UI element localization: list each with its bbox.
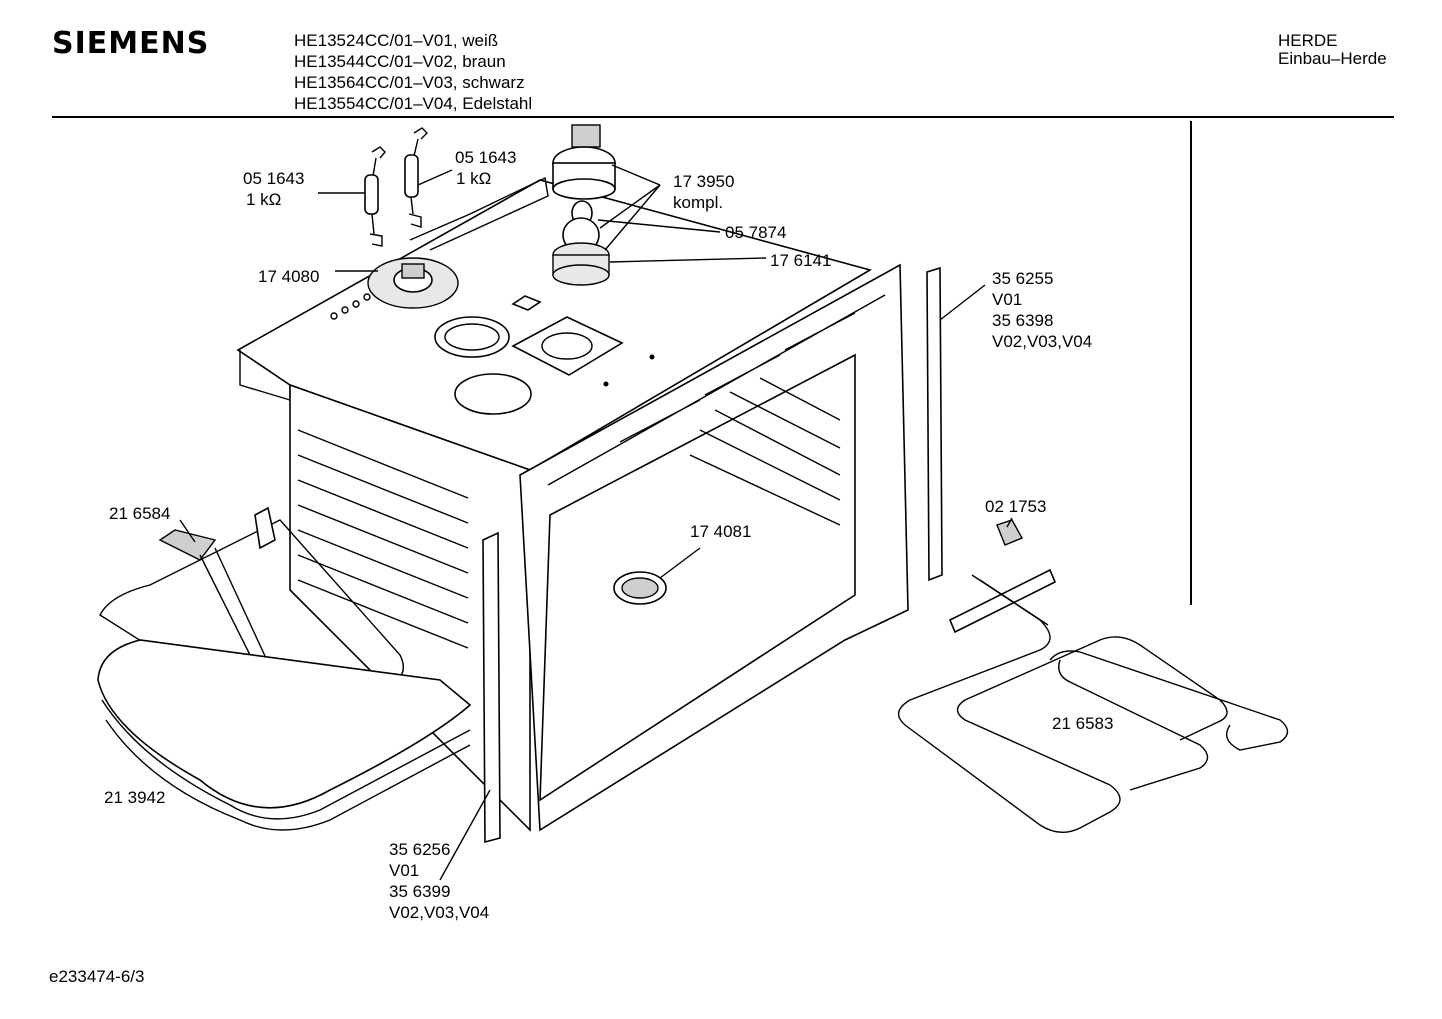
resistor-right-part bbox=[404, 127, 428, 228]
baking-tray-part bbox=[97, 639, 472, 831]
label-356255: 35 6255 bbox=[992, 269, 1054, 288]
label-213942: 21 3942 bbox=[104, 788, 166, 807]
label-051643-left: 05 1643 bbox=[243, 169, 305, 188]
selector-switch-part bbox=[367, 257, 459, 309]
clip-part bbox=[996, 519, 1023, 546]
label-216584: 21 6584 bbox=[109, 504, 171, 523]
document-id: e233474-6/3 bbox=[49, 967, 145, 986]
label-021753: 02 1753 bbox=[985, 497, 1047, 516]
model-line-2: HE13544CC/01–V02, braun bbox=[294, 52, 506, 71]
label-174081: 17 4081 bbox=[690, 522, 752, 541]
lamp-holder-part bbox=[552, 242, 610, 286]
label-216583: 21 6583 bbox=[1052, 714, 1114, 733]
subcategory-label: Einbau–Herde bbox=[1278, 49, 1387, 68]
resistor-left-part bbox=[364, 146, 386, 247]
label-356398: 35 6398 bbox=[992, 311, 1054, 330]
label-173950-note: kompl. bbox=[673, 193, 724, 212]
category-label: HERDE bbox=[1278, 31, 1338, 50]
side-rail-left-part bbox=[482, 531, 501, 844]
label-356398-variant: V02,V03,V04 bbox=[992, 332, 1093, 351]
leader-lines bbox=[179, 164, 1013, 881]
label-356256: 35 6256 bbox=[389, 840, 451, 859]
oven-body bbox=[289, 263, 909, 832]
label-057874: 05 7874 bbox=[725, 223, 787, 242]
label-051643-left-value: 1 kΩ bbox=[246, 190, 282, 209]
label-356256-variant: V01 bbox=[389, 861, 420, 880]
model-line-3: HE13564CC/01–V03, schwarz bbox=[294, 73, 525, 92]
label-356399: 35 6399 bbox=[389, 882, 451, 901]
label-051643-right-value: 1 kΩ bbox=[456, 169, 492, 188]
label-174080: 17 4080 bbox=[258, 267, 320, 286]
lamp-cover-part bbox=[613, 571, 667, 605]
brand-logo: SIEMENS bbox=[52, 26, 210, 61]
label-176141: 17 6141 bbox=[770, 251, 832, 270]
oven-top-housing bbox=[236, 176, 873, 471]
knob-assembly-part bbox=[552, 124, 616, 200]
side-rail-right-part bbox=[926, 266, 943, 582]
label-051643-right: 05 1643 bbox=[455, 148, 517, 167]
label-356399-variant: V02,V03,V04 bbox=[389, 903, 490, 922]
label-356255-variant: V01 bbox=[992, 290, 1023, 309]
model-line-1: HE13524CC/01–V01, weiß bbox=[294, 31, 499, 50]
label-173950: 17 3950 bbox=[673, 172, 735, 191]
heating-element-part bbox=[897, 568, 1289, 833]
model-line-4: HE13554CC/01–V04, Edelstahl bbox=[294, 94, 533, 113]
